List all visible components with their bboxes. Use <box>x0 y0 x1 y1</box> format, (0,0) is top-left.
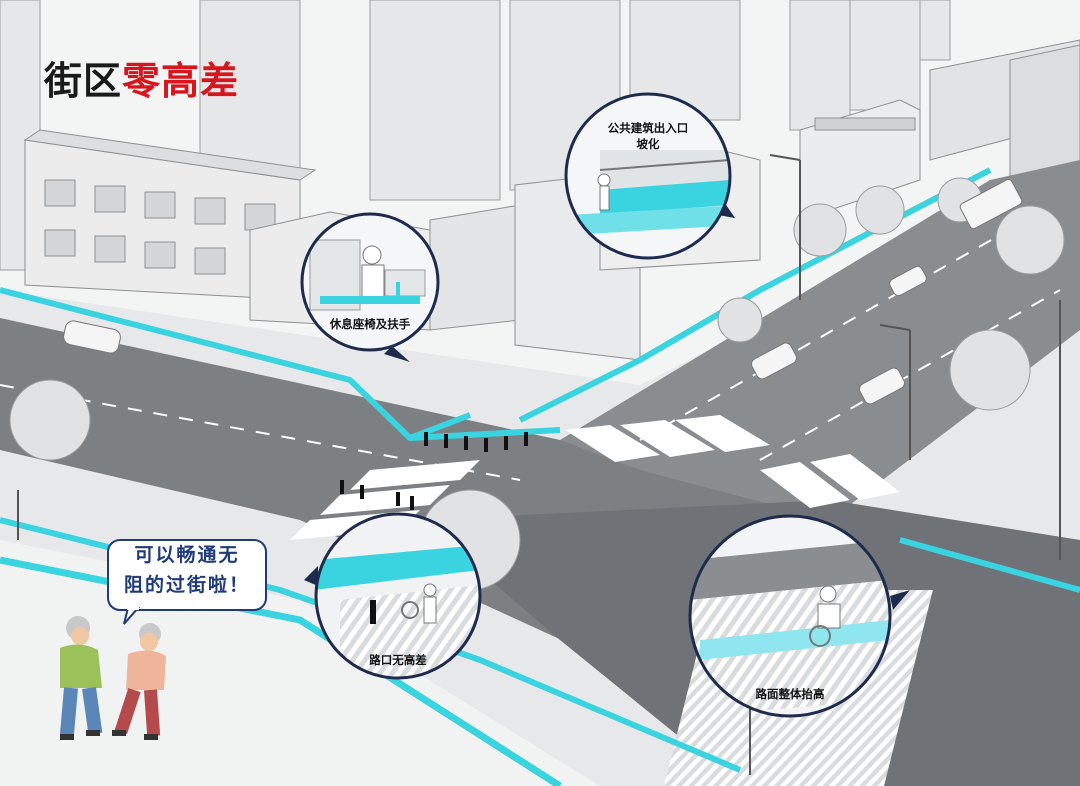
callout-entrance-line2: 坡化 <box>636 137 660 151</box>
crosswalk-east <box>760 454 900 508</box>
callout-entrance-label: 公共建筑出入口 坡化 <box>602 120 694 152</box>
left-residential-building <box>23 129 317 301</box>
page-title: 街区零高差 <box>44 50 239 105</box>
vehicles <box>63 178 1023 405</box>
cross-road <box>560 160 1080 520</box>
title-black-part: 街区 <box>44 59 123 103</box>
callout-raised-label: 路面整体抬高 <box>755 687 825 701</box>
title-red-part: 零高差 <box>122 59 240 103</box>
callout-entrance <box>564 92 735 260</box>
lane-markings <box>0 234 1061 481</box>
callout-crossing-label: 路口无高差 <box>369 653 427 667</box>
callout-crossing <box>304 512 482 680</box>
speech-bubble <box>107 539 267 625</box>
bollards <box>340 432 528 510</box>
callout-entrance-line1: 公共建筑出入口 <box>607 121 689 135</box>
callout-bench <box>300 212 440 362</box>
callout-raised <box>688 514 910 718</box>
trees <box>9 177 1065 591</box>
elderly-couple-illustration <box>59 616 166 740</box>
crosswalk-north <box>565 415 770 462</box>
speech-bubble-text: 可以畅通无 阻的过街啦！ <box>108 540 266 600</box>
speech-line-1: 可以畅通无 <box>134 544 240 566</box>
callout-bench-label: 休息座椅及扶手 <box>329 317 411 331</box>
speech-line-2: 阻的过街啦！ <box>123 574 250 596</box>
near-accessible-path <box>0 556 562 786</box>
